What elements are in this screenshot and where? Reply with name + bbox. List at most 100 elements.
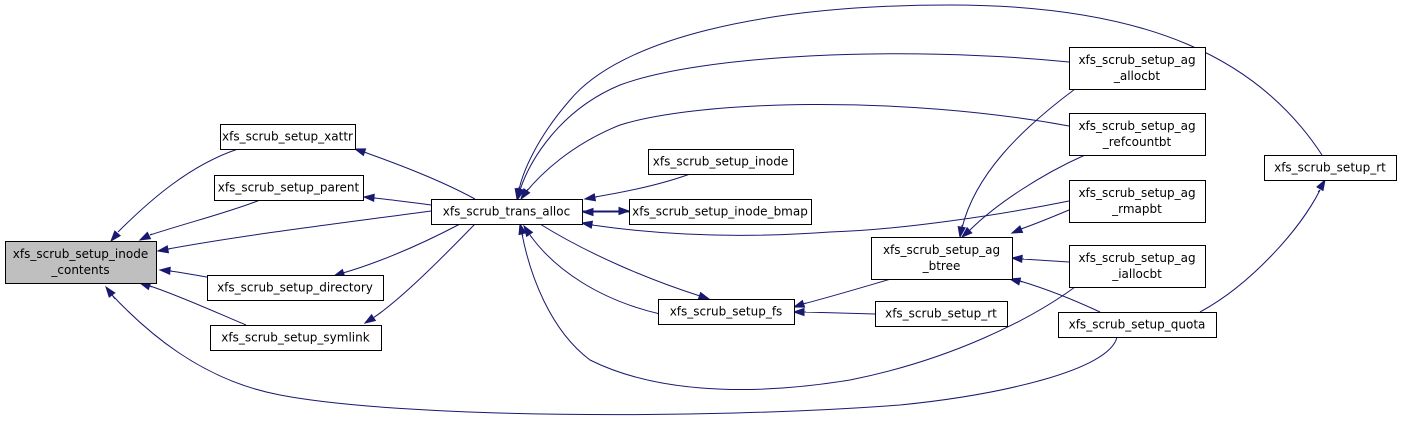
- edge-line: [519, 53, 1070, 191]
- arrowhead: [523, 224, 534, 238]
- arrowhead: [105, 285, 116, 298]
- node-setup-inode[interactable]: xfs_scrub_setup_inode: [648, 149, 794, 175]
- node-box[interactable]: [1058, 312, 1217, 338]
- nodes-layer: xfs_scrub_setup_inode_contentsxfs_scrub_…: [5, 47, 1397, 351]
- node-ag-iallocbt[interactable]: xfs_scrub_setup_ag_iallocbt: [1069, 245, 1206, 288]
- edge-line: [373, 197, 432, 206]
- node-inode-bmap[interactable]: xfs_scrub_setup_inode_bmap: [629, 199, 812, 225]
- node-parent[interactable]: xfs_scrub_setup_parent: [214, 175, 364, 201]
- edge-line: [149, 199, 261, 236]
- node-label: xfs_scrub_setup_inode_bmap: [632, 205, 808, 219]
- node-ag-refcountbt[interactable]: xfs_scrub_setup_ag_refcountbt: [1069, 113, 1206, 156]
- node-label: _allocbt: [1113, 69, 1161, 83]
- edge-line: [1019, 280, 1101, 313]
- edge-line: [594, 173, 691, 198]
- node-box[interactable]: [871, 237, 1013, 280]
- node-box[interactable]: [1069, 47, 1206, 90]
- edge-ag_allocbt-to-trans_alloc: [516, 53, 1070, 201]
- arrowhead: [158, 266, 171, 276]
- node-box[interactable]: [629, 199, 812, 225]
- edge-trans_alloc-to-setup_fs: [539, 223, 711, 300]
- edge-line: [149, 285, 247, 326]
- node-setup-rt-right[interactable]: xfs_scrub_setup_rt: [1264, 155, 1397, 181]
- arrowhead: [138, 231, 152, 241]
- node-label: xfs_scrub_setup_rt: [1274, 161, 1386, 175]
- edge-setup_fs-to-trans_alloc: [523, 224, 661, 315]
- node-label: xfs_scrub_setup_rt: [885, 307, 997, 321]
- node-ag-btree[interactable]: xfs_scrub_setup_ag_btree: [871, 237, 1013, 280]
- arrowhead: [1010, 254, 1023, 264]
- node-symlink[interactable]: xfs_scrub_setup_symlink: [210, 325, 382, 351]
- edge-trans_alloc-to-parent: [362, 193, 432, 206]
- node-label: _refcountbt: [1102, 135, 1172, 149]
- edge-line: [111, 294, 1118, 416]
- edge-ag_allocbt-to-ag_btree: [957, 88, 1076, 239]
- node-label: xfs_scrub_setup_inode: [13, 247, 148, 261]
- node-directory[interactable]: xfs_scrub_setup_directory: [207, 275, 384, 301]
- node-ag-rmapbt[interactable]: xfs_scrub_setup_ag_rmapbt: [1069, 180, 1206, 223]
- node-box[interactable]: [875, 301, 1008, 327]
- edge-line: [363, 151, 476, 200]
- node-ag-allocbt[interactable]: xfs_scrub_setup_ag_allocbt: [1069, 47, 1206, 90]
- node-label: xfs_scrub_setup_xattr: [222, 130, 353, 144]
- node-box[interactable]: [214, 175, 364, 201]
- edge-line: [167, 210, 432, 250]
- arrowhead: [353, 148, 367, 157]
- node-box[interactable]: [1069, 180, 1206, 223]
- arrowhead: [1316, 178, 1326, 192]
- node-box[interactable]: [1264, 155, 1397, 181]
- edge-line: [518, 4, 1323, 191]
- edge-parent-to-inode_contents: [138, 199, 261, 241]
- arrowhead: [957, 225, 966, 239]
- node-label: xfs_scrub_setup_directory: [217, 281, 373, 295]
- edge-ag_refcountbt-to-ag_btree: [960, 154, 1086, 239]
- arrowhead: [960, 226, 973, 239]
- edge-line: [1199, 189, 1321, 313]
- arrowhead: [583, 193, 597, 202]
- node-box[interactable]: [648, 149, 794, 175]
- arrowhead: [156, 245, 170, 254]
- edge-ag_rmapbt-to-trans_alloc: [580, 200, 1070, 236]
- node-box[interactable]: [658, 299, 795, 325]
- node-box[interactable]: [1069, 113, 1206, 156]
- edge-setup_rt_mid-to-setup_fs: [792, 307, 876, 317]
- edge-line: [803, 311, 876, 315]
- edge-ag_refcountbt-to-trans_alloc: [520, 104, 1070, 201]
- node-box[interactable]: [431, 199, 583, 225]
- node-box[interactable]: [5, 241, 157, 284]
- node-xattr[interactable]: xfs_scrub_setup_xattr: [220, 124, 356, 150]
- edge-setup_rt_right-to-trans_alloc: [514, 4, 1323, 201]
- node-setup-fs[interactable]: xfs_scrub_setup_fs: [658, 299, 795, 325]
- edge-line: [539, 223, 701, 297]
- node-label: xfs_scrub_setup_symlink: [221, 331, 369, 345]
- arrowhead: [1010, 225, 1024, 234]
- node-box[interactable]: [1069, 245, 1206, 288]
- edge-setup_quota-to-setup_rt_right: [1199, 178, 1326, 313]
- edge-line: [117, 148, 239, 233]
- arrowhead: [518, 222, 527, 236]
- edge-ag_btree-to-setup_fs: [792, 278, 892, 308]
- node-box[interactable]: [210, 325, 382, 351]
- edge-line: [969, 154, 1086, 231]
- node-setup-quota[interactable]: xfs_scrub_setup_quota: [1058, 312, 1217, 338]
- node-trans-alloc[interactable]: xfs_scrub_trans_alloc: [431, 199, 583, 225]
- node-setup-rt-mid[interactable]: xfs_scrub_setup_rt: [875, 301, 1008, 327]
- edge-trans_alloc-to-xattr: [353, 148, 476, 200]
- node-label: _contents: [50, 263, 109, 277]
- edge-ag_rmapbt-to-ag_btree: [1010, 209, 1070, 234]
- edge-setup_inode-to-trans_alloc: [583, 173, 691, 202]
- edge-trans_alloc-to-inode_contents: [156, 210, 432, 254]
- arrowhead: [580, 220, 594, 229]
- node-label: xfs_scrub_setup_quota: [1069, 318, 1206, 332]
- node-box[interactable]: [207, 275, 384, 301]
- edge-line: [529, 234, 661, 315]
- arrowhead: [363, 313, 377, 324]
- node-label: _iallocbt: [1111, 267, 1162, 281]
- node-box[interactable]: [220, 124, 356, 150]
- arrowhead: [110, 230, 121, 243]
- node-label: xfs_scrub_setup_fs: [670, 305, 783, 319]
- node-label: xfs_scrub_setup_inode: [653, 155, 788, 169]
- node-inode-contents[interactable]: xfs_scrub_setup_inode _contents: [5, 241, 157, 284]
- edge-line: [372, 223, 476, 319]
